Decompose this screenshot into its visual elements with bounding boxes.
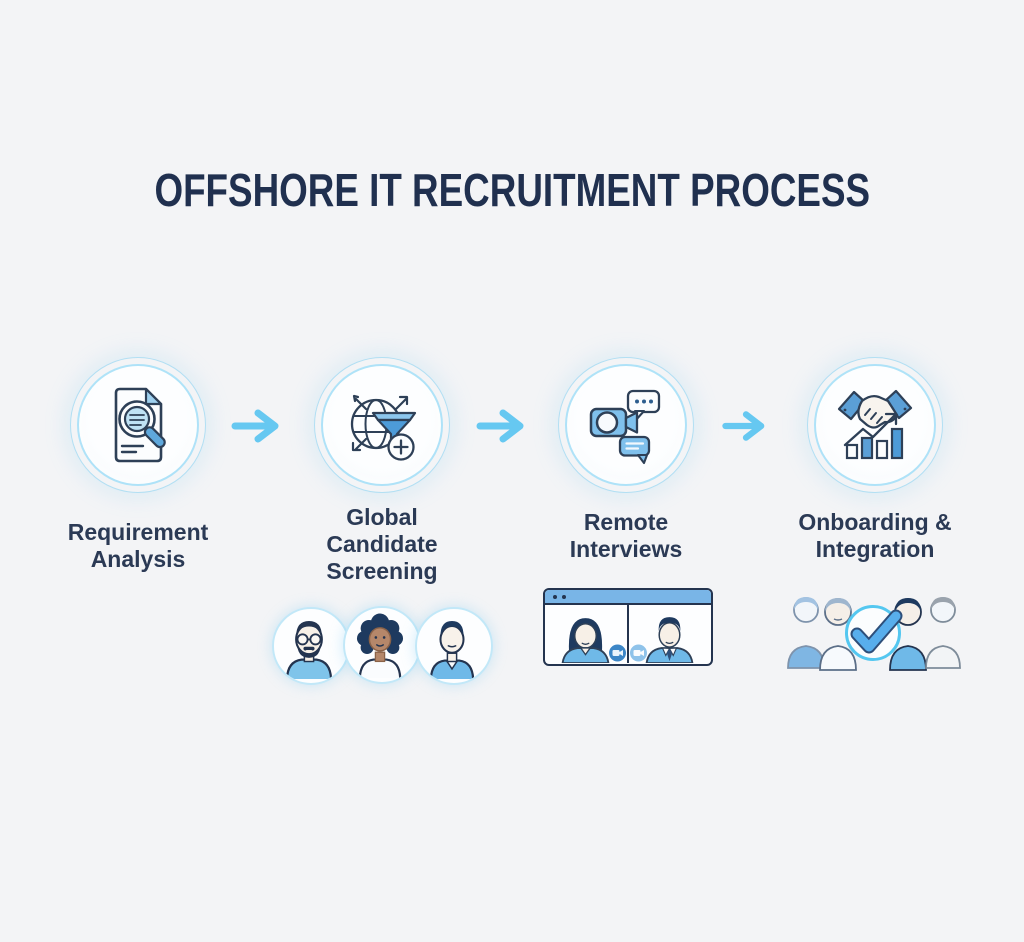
step-onboarding-integration: Onboarding & Integration — [765, 357, 985, 563]
step-4-label: Onboarding & Integration — [798, 509, 952, 562]
step-3-badge — [558, 357, 694, 493]
step-remote-interviews: Remote Interviews — [516, 357, 736, 563]
video-chat-icon — [589, 389, 661, 465]
camera-button-icon — [630, 644, 647, 662]
flow-arrow-icon — [476, 409, 524, 443]
step-global-candidate-screening: Global Candidate Screening — [272, 357, 492, 585]
page-title: OFFSHORE IT RECRUITMENT PROCESS — [154, 164, 870, 216]
team-checkmark-icon — [787, 597, 961, 671]
avatar-bearded-man-icon — [272, 607, 350, 685]
step-4-badge — [807, 357, 943, 493]
window-dot-icon — [553, 594, 557, 599]
step-3-label: Remote Interviews — [569, 509, 683, 562]
handshake-growth-icon — [837, 389, 913, 460]
globe-funnel-icon — [350, 394, 417, 461]
video-pane-divider — [627, 605, 629, 663]
step-1-badge — [70, 357, 206, 493]
step-2-badge — [314, 357, 450, 493]
document-magnifier-icon — [114, 387, 166, 463]
checkmark-icon — [850, 609, 903, 654]
flow-arrow-icon — [231, 409, 279, 443]
avatar-young-man-icon — [415, 607, 493, 685]
candidate-avatars — [272, 606, 494, 685]
step-2-label: Global Candidate Screening — [326, 504, 438, 584]
window-dot-icon — [562, 594, 566, 599]
video-call-window — [543, 588, 713, 666]
video-pane-man — [629, 605, 711, 663]
flow-arrow-icon — [722, 411, 765, 441]
camera-button-icon — [609, 644, 626, 662]
step-1-label: Requirement Analysis — [67, 519, 209, 572]
step-requirement-analysis: Requirement Analysis — [28, 357, 248, 573]
video-window-titlebar — [545, 590, 711, 605]
avatar-curly-hair-woman-icon — [343, 606, 421, 684]
video-pane-woman — [545, 605, 627, 663]
